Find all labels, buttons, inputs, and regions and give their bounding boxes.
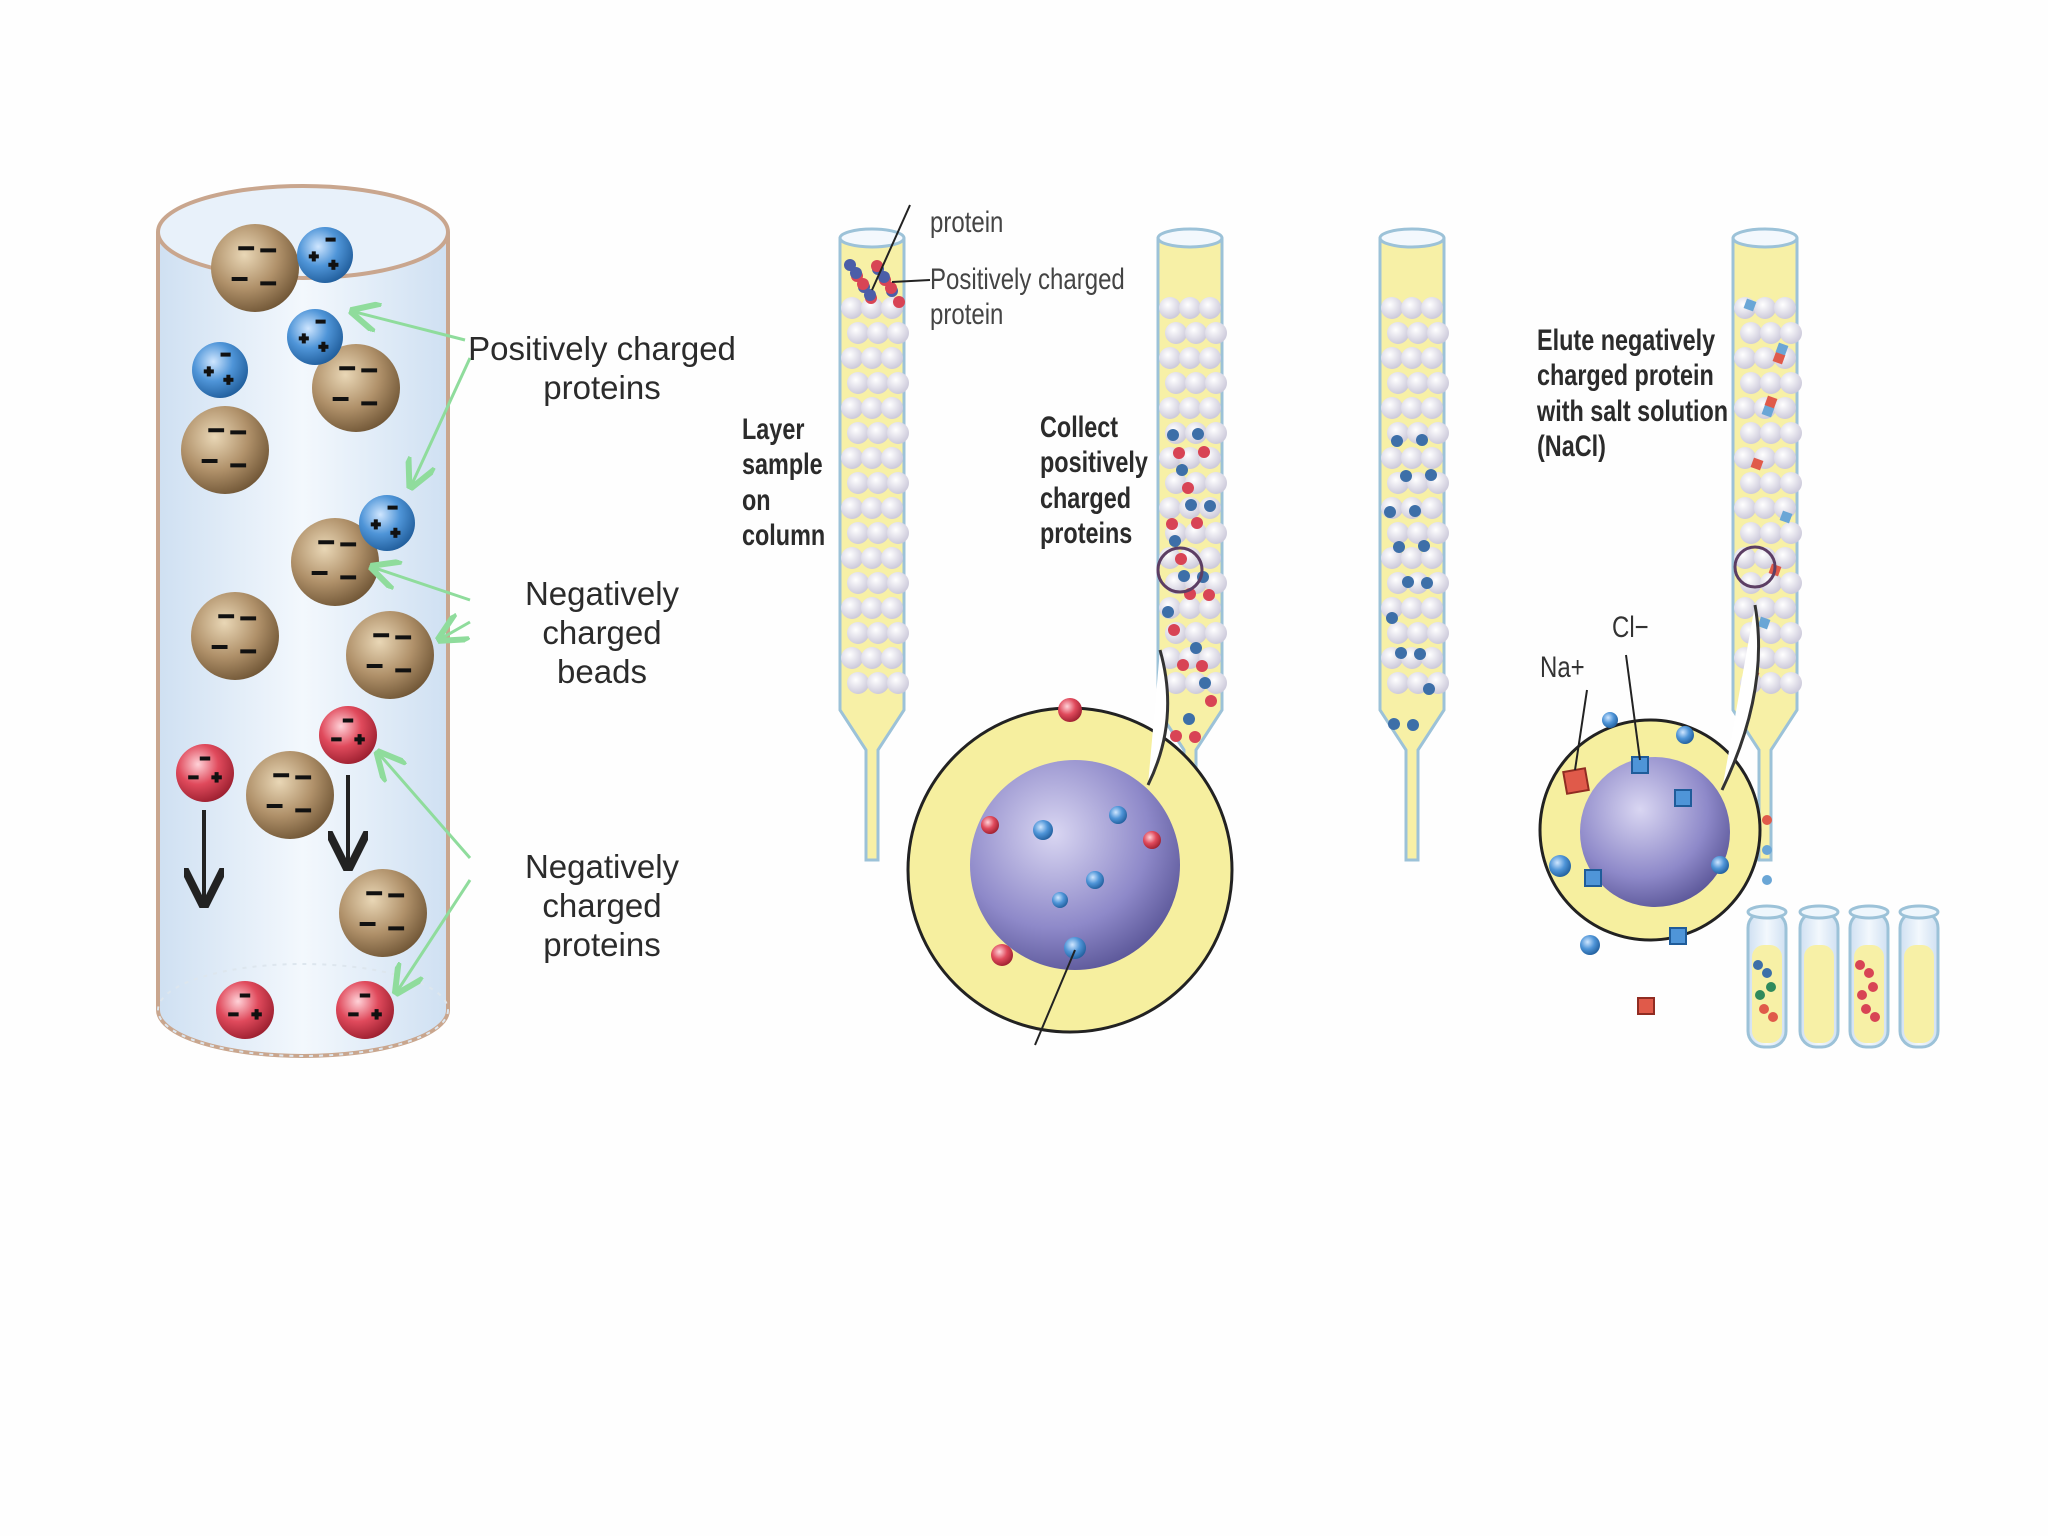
falling-arrows bbox=[204, 775, 348, 900]
label-positive-proteins: Positively charged proteins bbox=[468, 330, 736, 406]
collection-tube bbox=[1898, 904, 1940, 1049]
step-elute-negative: Elute negatively charged protein with sa… bbox=[1537, 324, 1729, 464]
magnified-bead-salt bbox=[1538, 545, 1777, 1015]
negative-protein bbox=[319, 706, 377, 764]
collection-tubes bbox=[1746, 815, 1940, 1049]
positive-proteins bbox=[192, 227, 415, 551]
negative-bead bbox=[191, 592, 279, 680]
label-negative-proteins: Negatively charged proteins bbox=[524, 848, 680, 963]
column-elute bbox=[1731, 227, 1802, 862]
ion-na-label: Na+ bbox=[1540, 651, 1585, 684]
negative-bead bbox=[211, 224, 299, 312]
magnified-bead-positive bbox=[906, 546, 1234, 1046]
negative-beads bbox=[181, 224, 434, 957]
column-layer bbox=[838, 227, 909, 862]
negative-protein bbox=[176, 744, 234, 802]
negative-bead bbox=[339, 869, 427, 957]
negative-bead bbox=[181, 406, 269, 494]
label-negative-beads: Negatively charged beads bbox=[524, 575, 680, 690]
step-collect-positive: Collect positively charged proteins bbox=[1040, 411, 1148, 551]
protein-pointer-line bbox=[871, 204, 911, 291]
negative-protein bbox=[336, 981, 394, 1039]
negative-bead bbox=[312, 344, 400, 432]
ion-cl-label: Cl− bbox=[1612, 611, 1649, 644]
positive-protein bbox=[287, 309, 343, 365]
negative-bead bbox=[346, 611, 434, 699]
sample-band bbox=[844, 259, 905, 308]
label-arrows bbox=[355, 312, 472, 990]
collection-tube bbox=[1798, 904, 1840, 1049]
negative-bead bbox=[246, 751, 334, 839]
label-protein-top: protein bbox=[930, 206, 1004, 239]
negative-protein bbox=[216, 981, 274, 1039]
label-positive-protein: Positively charged protein bbox=[930, 263, 1125, 332]
column-wash bbox=[1378, 227, 1449, 862]
positive-protein bbox=[192, 342, 248, 398]
collection-tube bbox=[1848, 904, 1890, 1049]
negative-bead bbox=[291, 518, 379, 606]
collection-tube bbox=[1746, 904, 1788, 1049]
positive-protein bbox=[359, 495, 415, 551]
positive-protein bbox=[297, 227, 353, 283]
step-layer-sample: Layer sample on column bbox=[742, 413, 826, 553]
negative-proteins bbox=[176, 706, 394, 1039]
positive-protein-pointer-line bbox=[891, 279, 931, 283]
